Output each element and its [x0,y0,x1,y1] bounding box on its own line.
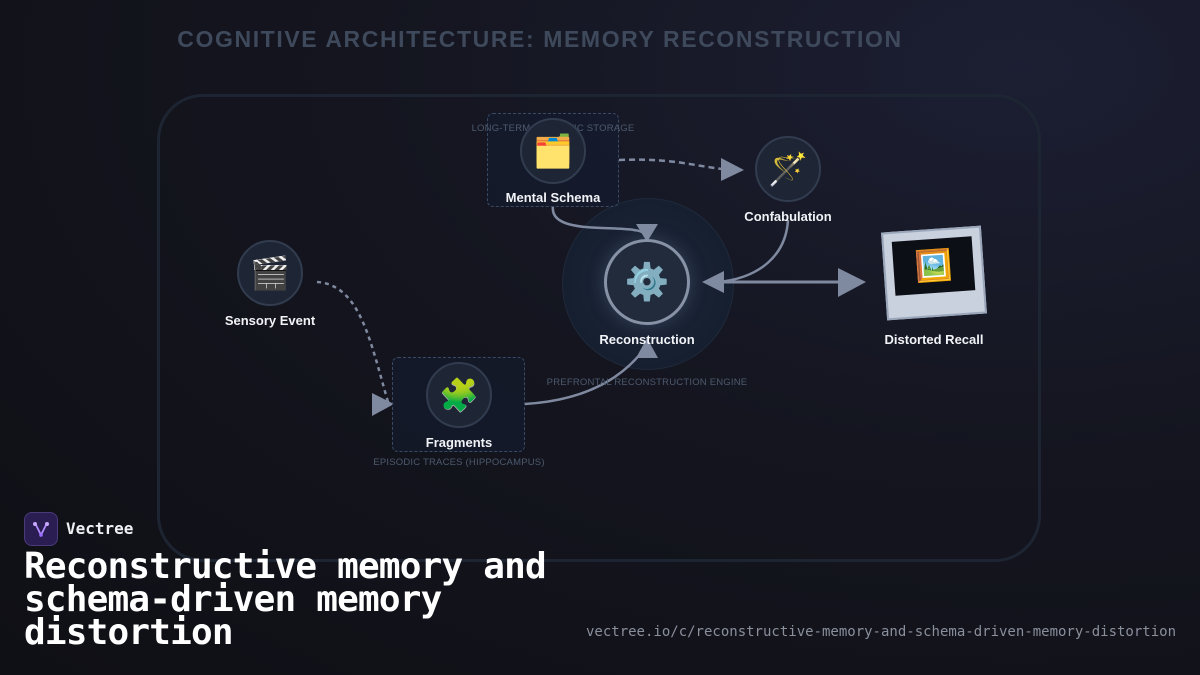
distorted-recall-photo: 🖼️ [881,225,987,321]
fragments-caption: EPISODIC TRACES (HIPPOCAMPUS) [373,457,545,468]
edge-fragments-reconstruction-arrow [636,338,658,358]
mental-schema-node: 🗂️ [520,118,586,184]
mental-schema-label: Mental Schema [505,190,601,205]
brand-name: Vectree [66,519,134,538]
clapperboard-icon: 🎬 [250,255,290,291]
reconstruction-label: Reconstruction [599,332,695,347]
edge-sensory-fragments-arrow [372,393,394,416]
distorted-recall-label: Distorted Recall [884,332,984,347]
reconstruction-caption: PREFRONTAL RECONSTRUCTION ENGINE [546,377,748,388]
edge-confabulation-reconstruction [717,219,790,284]
edge-schema-confabulation [618,158,723,171]
framed-picture-icon: 🖼️ [913,248,954,284]
sensory-event-node: 🎬 [237,240,303,306]
headline: Reconstructive memory and schema-driven … [24,546,547,653]
gear-icon: ⚙️ [624,261,670,302]
diagram-frame [157,94,1041,562]
card-index-dividers-icon: 🗂️ [533,133,573,169]
vectree-logo-icon [24,512,58,546]
confabulation-label: Confabulation [744,209,832,224]
fragments-node: 🧩 [426,362,492,428]
magic-wand-icon: 🪄 [768,151,808,187]
reconstruction-node: ⚙️ [604,239,690,325]
confabulation-node: 🪄 [755,136,821,202]
photo-frame-inner: 🖼️ [891,236,976,296]
page-url[interactable]: vectree.io/c/reconstructive-memory-and-s… [585,624,1176,640]
fragments-label: Fragments [425,435,493,450]
edge-fragments-reconstruction [524,347,647,406]
edge-reconstruction-recall-arrow [838,268,866,297]
edge-sensory-fragments [316,280,390,403]
edge-schema-confabulation-arrow [721,158,744,181]
sensory-event-label: Sensory Event [224,313,316,328]
edge-schema-reconstruction [551,205,649,237]
diagram-title: COGNITIVE ARCHITECTURE: MEMORY RECONSTRU… [177,26,903,52]
edge-schema-reconstruction-arrow [636,224,658,242]
puzzle-piece-icon: 🧩 [439,377,479,413]
